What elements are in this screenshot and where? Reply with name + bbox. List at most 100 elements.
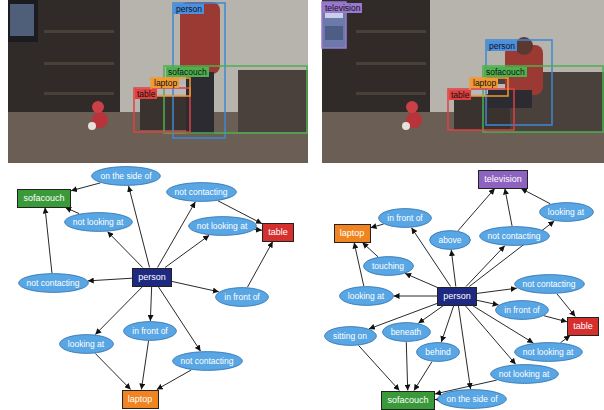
relation-ellipse: not contacting [166,182,237,202]
bbox-tag: sofacouch [484,67,527,77]
relation-arrow [172,281,219,291]
relation-arrow [557,294,575,317]
relation-ellipse: not looking at [64,212,133,232]
relation-arrow [129,186,150,268]
relation-arrow [418,306,443,324]
relation-ellipse: in front of [123,321,177,341]
relation-arrow [405,273,437,287]
node-text: sitting on [333,331,367,342]
relation-arrow [371,224,384,228]
node-text: in front of [504,305,539,316]
relation-arrow [458,306,470,390]
right-photo [322,0,604,163]
node-text: person [443,291,471,302]
node-text: laptop [340,228,365,239]
relation-arrow [150,287,151,322]
relation-arrow [561,336,571,343]
relation-ellipse: looking at [539,202,594,222]
object-box: sofacouch [17,189,71,208]
relation-arrow [406,342,407,391]
relation-arrow [466,246,505,287]
relation-arrow [359,345,400,390]
object-box: sofacouch [381,391,435,410]
relation-ellipse: touching [363,256,414,276]
node-text: looking at [68,339,104,350]
node-text: not contacting [488,231,541,242]
relation-arrow [71,183,100,191]
node-text: sofacouch [387,395,428,406]
relation-arrow [362,243,378,257]
bbox-tag: table [135,89,157,99]
relation-ellipse: above [429,230,471,250]
relation-ellipse: on the side of [91,166,161,186]
node-text: not contacting [181,356,234,367]
relation-arrow [165,235,209,267]
relation-arrow [141,341,148,390]
node-text: not contacting [175,187,228,198]
node-text: television [484,174,522,185]
relation-arrow [435,399,437,400]
relation-ellipse: not contacting [172,351,243,371]
relation-ellipse: behind [416,342,460,362]
node-text: in front of [224,292,259,303]
bbox-tag: television [323,3,362,13]
relation-arrow [477,300,499,305]
relation-ellipse: not contacting [479,226,550,246]
object-box: person [132,268,172,287]
bbox-tag: laptop [152,78,179,88]
node-text: on the side of [100,171,151,182]
relation-arrow [254,229,262,231]
node-text: touching [372,261,404,272]
node-text: looking at [348,291,384,302]
relation-ellipse: looking at [59,334,114,354]
object-box: person [437,287,477,306]
relation-ellipse: in front of [215,287,269,307]
relation-arrow [394,296,438,297]
relation-ellipse: not contacting [514,274,585,294]
object-box: laptop [122,390,159,409]
node-text: behind [425,347,451,358]
object-box: table [567,317,599,336]
node-text: not looking at [499,369,550,380]
relation-arrow [458,189,495,231]
node-text: not looking at [73,217,124,228]
relation-arrow [45,208,52,274]
relation-arrow [414,362,432,391]
relation-ellipse: looking at [339,286,394,306]
relation-arrow [354,243,364,287]
bbox-tag: sofacouch [166,67,209,77]
node-text: in front of [387,213,422,224]
relation-arrow [158,287,200,352]
node-text: not looking at [197,221,248,232]
relation-arrow [107,232,142,268]
node-text: not contacting [27,278,80,289]
node-text: looking at [548,207,584,218]
node-text: in front of [132,326,167,337]
node-text: person [138,272,166,283]
node-text: table [573,321,593,332]
relation-ellipse: on the side of [437,389,507,409]
left-photo [8,0,308,163]
relation-ellipse: not looking at [490,364,559,384]
bbox-tag: person [487,41,517,51]
object-box: table [262,223,294,242]
relation-arrow [505,189,512,227]
node-text: on the side of [446,394,497,405]
relation-arrow [247,242,272,288]
relation-ellipse: beneath [382,322,431,342]
object-box: laptop [334,224,371,243]
node-text: beneath [391,327,422,338]
relation-arrow [157,202,195,268]
relation-ellipse: not contacting [18,273,89,293]
relation-arrow [88,278,132,281]
relation-arrow [477,288,517,293]
node-text: not looking at [523,347,574,358]
relation-arrow [95,353,130,389]
relation-arrow [451,250,456,287]
bbox-tag: table [449,90,471,100]
node-text: not contacting [523,279,576,290]
bbox-tag: laptop [471,78,498,88]
relation-arrow [441,306,453,343]
node-text: above [438,235,461,246]
